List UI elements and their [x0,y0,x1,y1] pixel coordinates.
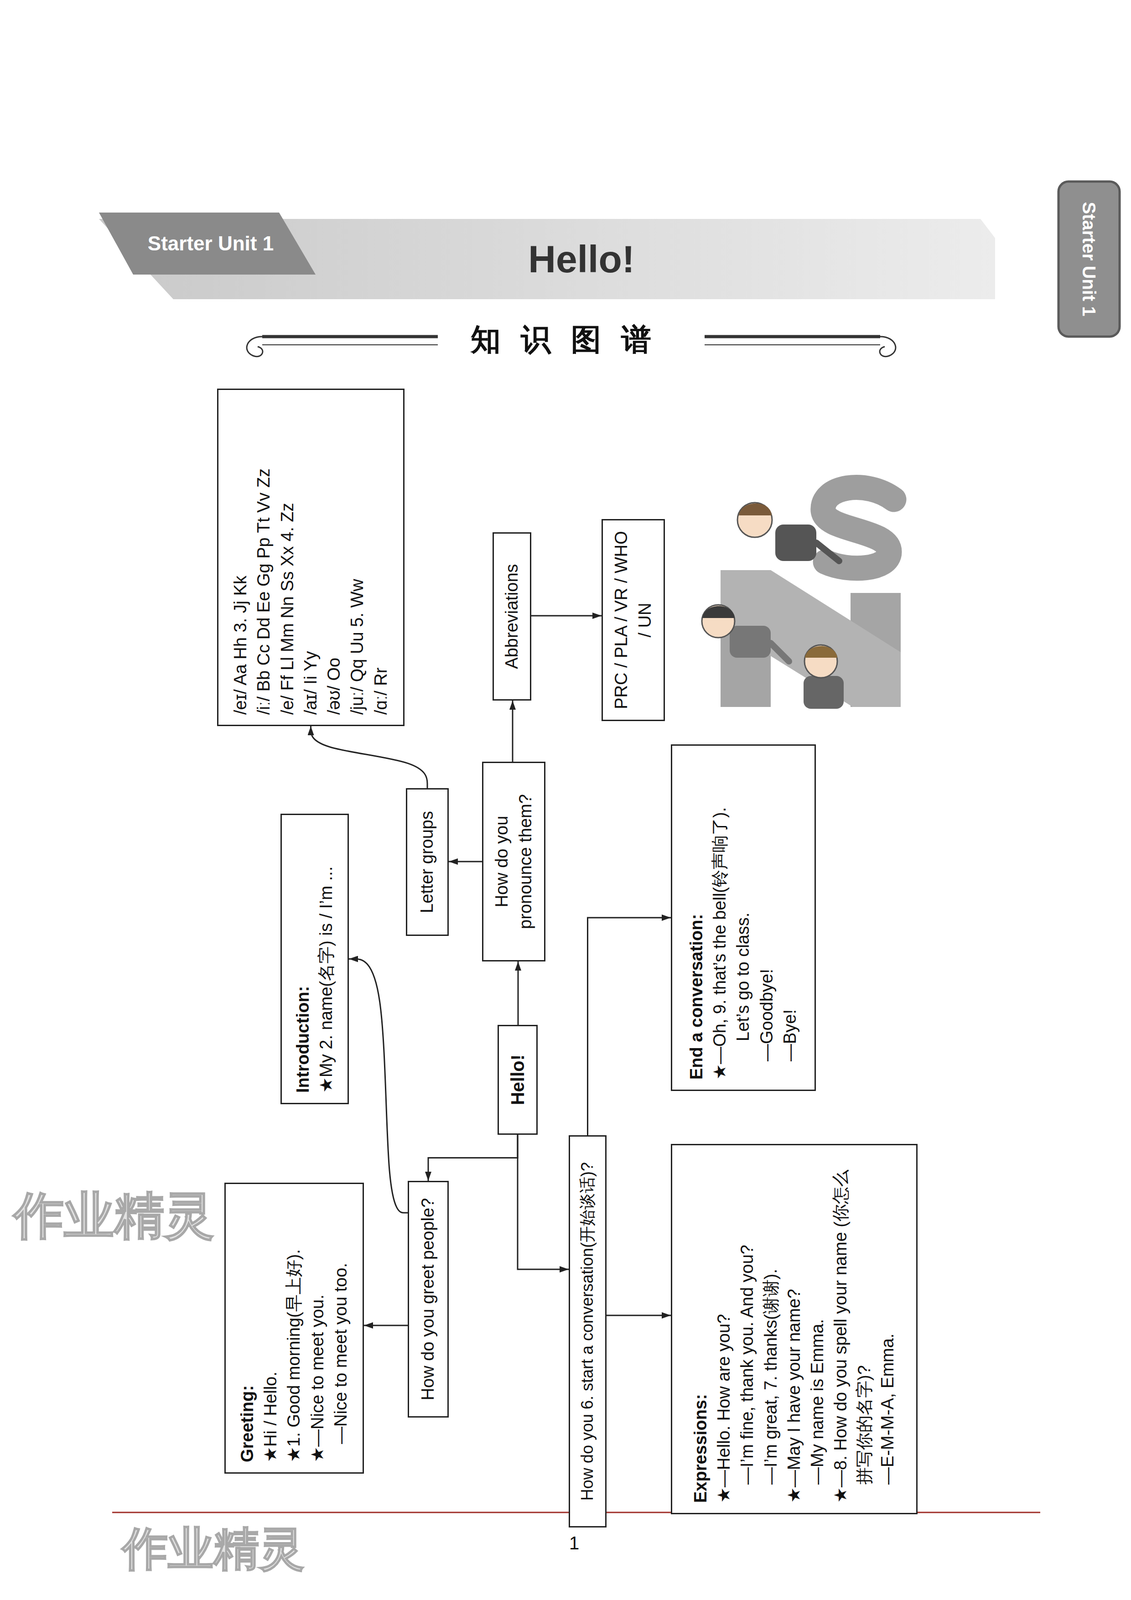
notes-box: Expressions:★—Hello. How are you?—I’m fi… [670,1143,918,1515]
box-text: ★—Nice to meet you. [306,1193,330,1463]
side-tab [1058,181,1120,337]
box-text: —I’m fine, thank you. And you? [735,1155,759,1503]
connector-arrow [517,1134,569,1270]
box-text: Abbreviations [500,543,524,690]
watermark: 作业精灵 [122,1520,305,1576]
side-tab-text: Starter Unit 1 [1075,183,1103,335]
box-text: ★1. Good morning(早上好). [282,1193,306,1463]
connector-arrow [348,959,408,1214]
box-text: ★Hi / Hello. [259,1193,283,1463]
box-text: Hello! [505,1036,530,1124]
question-box: How do you 6. start a conversation(开始谈话)… [568,1135,607,1528]
section-heading: 知识图谱 [443,320,699,359]
notes-box: Greeting:★Hi / Hello.★1. Good morning(早上… [224,1182,364,1474]
heading-ornament [246,336,896,357]
question-box: How do you pronounce them? [482,761,546,962]
box-text: —I’m great, 7. thanks(谢谢). [759,1155,783,1503]
box-heading: Expressions: [689,1155,713,1503]
letter-table-box: /eɪ/ Aa Hh 3. Jj Kk/iː/ Bb Cc Dd Ee Gg P… [217,388,405,727]
connector-arrow [531,615,602,617]
connector-arrow [311,726,428,789]
connector-arrow [448,861,483,863]
box-text: /eɪ/ Aa Hh 3. Jj Kk [228,399,253,715]
box-text: How do you pronounce them? [490,773,538,950]
question-box: How do you greet people? [407,1180,449,1418]
box-text: —Goodbye! [755,755,779,1080]
box-text: /juː/ Qq Uu 5. Ww [345,399,369,715]
example-box: PRC / PLA / VR / WHO / UN [601,518,665,722]
box-text: /aɪ/ Ii Yy [299,399,323,715]
box-heading: Introduction: [291,824,315,1093]
connector-arrow [587,917,672,1136]
box-text: —E-M-M-A, Emma. [876,1155,900,1503]
topic-box: Letter groups [405,788,449,936]
notes-box: End a conversation:★—Oh, 9. that’s the b… [670,744,816,1091]
topic-box: Abbreviations [492,532,532,701]
unit-badge [98,212,316,275]
box-text: ★—8. How do you spell your name (你怎么拼写你的… [829,1155,877,1503]
box-text: PRC / PLA / VR / WHO / UN [609,530,657,710]
connector-arrow [363,1324,408,1327]
box-text: ★—Oh, 9. that’s the bell(铃声响了). [708,755,732,1080]
connector-arrow [606,1314,671,1317]
page-number: 1 [551,1530,597,1556]
connector-arrow [428,1134,518,1181]
children-illustration [701,487,901,709]
box-heading: End a conversation: [684,755,709,1080]
box-heading: Greeting: [235,1193,260,1463]
notes-box: Introduction:★My 2. name(名字) is / I’m ..… [280,813,349,1105]
box-text: /iː/ Bb Cc Dd Ee Gg Pp Tt Vv Zz [252,399,276,715]
box-text: Letter groups [415,799,439,925]
center-topic: Hello! [497,1024,538,1135]
box-text: —Bye! [778,755,802,1080]
watermark: 作业精灵 [13,1185,215,1246]
unit-badge-text: Starter Unit 1 [119,228,302,259]
box-text: —My name is Emma. [805,1155,830,1503]
box-text: /ɑː/ Rr [369,399,393,715]
box-text: —Nice to meet you too. [329,1193,353,1463]
box-text: How do you 6. start a conversation(开始谈话)… [576,1146,599,1516]
box-text: /e/ Ff Ll Mm Nn Ss Xx 4. Zz [275,399,300,715]
box-text: How do you greet people? [416,1192,440,1406]
box-text: ★My 2. name(名字) is / I’m ... [314,824,338,1093]
connector-arrow [512,700,514,762]
box-text: ★—Hello. How are you? [712,1155,736,1503]
box-text: ★—May I have your name? [782,1155,806,1503]
box-text: Let’s go to class. [731,755,755,1080]
box-text: /əʊ/ Oo [322,399,346,715]
mind-map: Hello!How do you greet people?Greeting:★… [203,377,929,1540]
connector-arrow [517,961,519,1025]
page-title: Hello! [319,236,844,282]
